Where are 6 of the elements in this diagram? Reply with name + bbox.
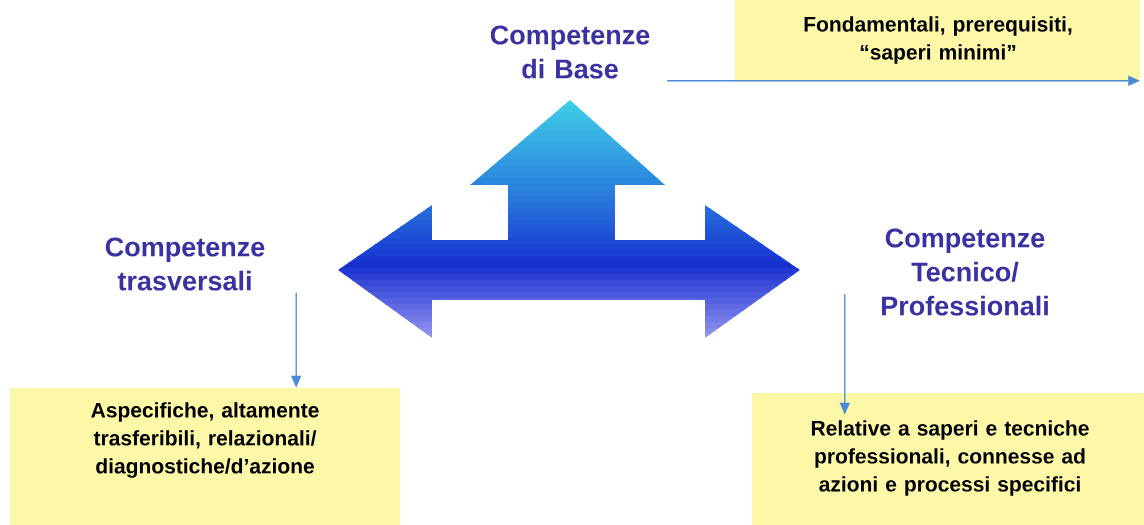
heading-text: Competenze di Base: [490, 25, 650, 79]
heading-text: Competenze trasversali: [105, 237, 265, 291]
note-box: Aspecifiche, altamente trasferibili, relazionali/ diagnostiche/d’azione: [10, 388, 400, 525]
note-box: Fondamentali, prerequisiti, “saperi minimi”: [735, 0, 1140, 82]
heading-text: Competenze Tecnico/ Professionali: [882, 228, 1048, 316]
note-box: Relative a saperi e tecniche professionali, connesse ad azioni e processi specifici: [752, 393, 1144, 525]
